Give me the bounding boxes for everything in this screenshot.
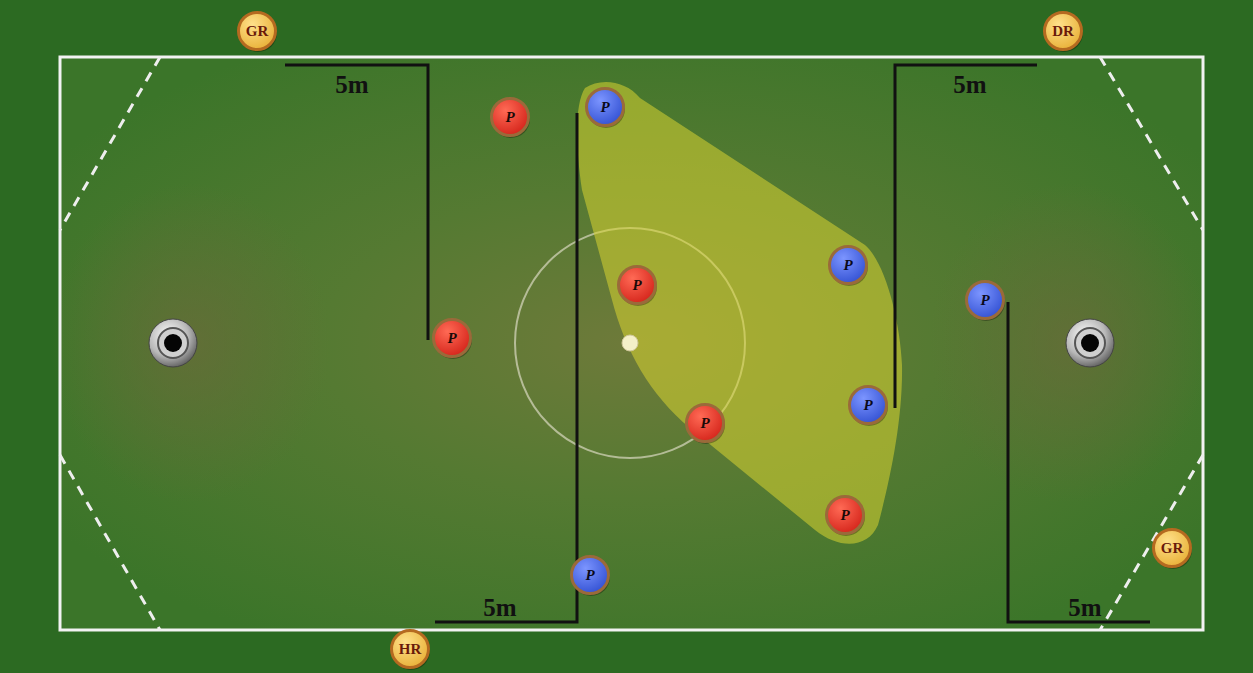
distance-marker <box>285 65 1150 622</box>
goal-icon <box>149 319 197 367</box>
player-marker: P <box>685 403 725 443</box>
umpire-marker: GR <box>1152 528 1192 568</box>
official-code: HR <box>399 642 422 657</box>
wear-patch <box>930 183 1210 503</box>
wear-patch <box>50 183 330 503</box>
player-marker: P <box>828 245 868 285</box>
distance-label: 5m <box>953 72 986 97</box>
player-letter: P <box>863 398 872 413</box>
player-letter: P <box>843 258 852 273</box>
player-marker: P <box>585 87 625 127</box>
umpire-marker: HR <box>390 629 430 669</box>
player-marker: P <box>617 265 657 305</box>
umpire-marker: GR <box>237 11 277 51</box>
boundary-line <box>60 57 1203 630</box>
player-letter: P <box>840 508 849 523</box>
zone-highlight <box>577 82 902 544</box>
ball <box>622 335 638 351</box>
player-marker: P <box>570 555 610 595</box>
player-marker: P <box>825 495 865 535</box>
umpire-marker: DR <box>1043 11 1083 51</box>
official-code: DR <box>1052 24 1074 39</box>
player-marker: P <box>490 97 530 137</box>
player-marker: P <box>848 385 888 425</box>
player-letter: P <box>505 110 514 125</box>
player-letter: P <box>980 293 989 308</box>
distance-label: 5m <box>335 72 368 97</box>
official-code: GR <box>1161 541 1184 556</box>
circle-lines <box>60 57 1203 630</box>
player-letter: P <box>600 100 609 115</box>
player-marker: P <box>432 318 472 358</box>
player-letter: P <box>632 278 641 293</box>
distance-label: 5m <box>483 595 516 620</box>
official-code: GR <box>246 24 269 39</box>
player-marker: P <box>965 280 1005 320</box>
player-letter: P <box>447 331 456 346</box>
player-letter: P <box>700 416 709 431</box>
distance-label: 5m <box>1068 595 1101 620</box>
player-letter: P <box>585 568 594 583</box>
goal-icon <box>1066 319 1114 367</box>
